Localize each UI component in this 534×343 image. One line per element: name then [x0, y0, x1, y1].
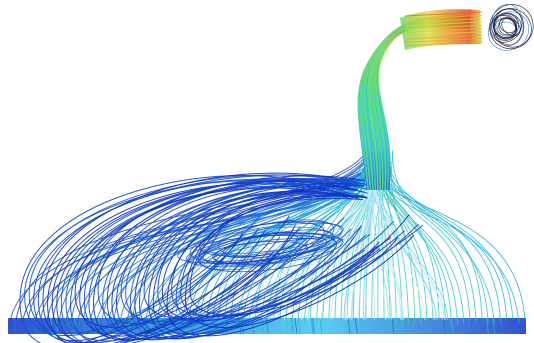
- pipe-streamlines: [357, 9, 483, 191]
- outlet-bulb: [488, 3, 534, 51]
- recirculation-streamlines: [19, 172, 424, 343]
